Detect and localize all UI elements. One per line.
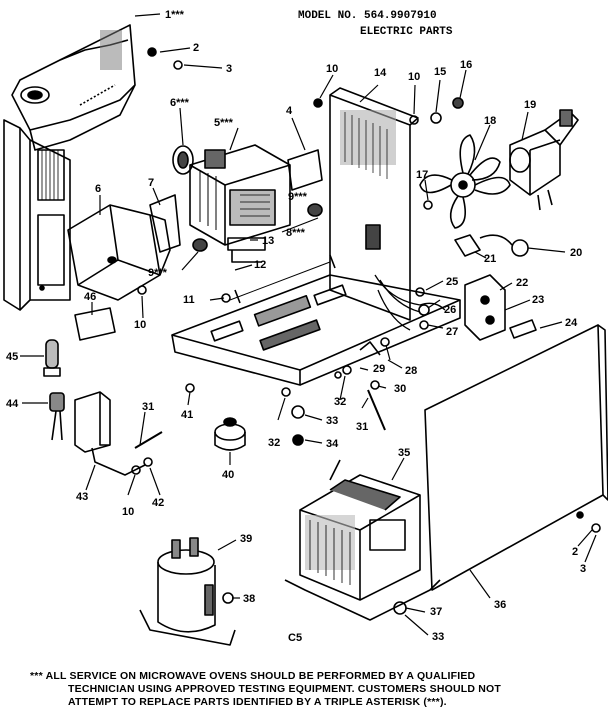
waveguide-box <box>67 204 171 301</box>
callout-44: 44 <box>6 398 19 410</box>
callout-10: 10 <box>326 63 338 75</box>
high-voltage-capacitor <box>139 537 236 646</box>
callout-9-triple: 9*** <box>148 267 168 279</box>
callout-34: 34 <box>326 438 339 450</box>
callout-6-triple: 6*** <box>170 97 190 109</box>
callout-33: 33 <box>326 415 338 427</box>
callout-14: 14 <box>374 67 387 79</box>
callout-5: 5*** <box>214 117 234 129</box>
magnetron <box>189 144 291 263</box>
callout-19: 19 <box>524 99 536 111</box>
page-code: C5 <box>288 632 303 644</box>
service-warning-line-3: ATTEMPT TO REPLACE PARTS IDENTIFIED BY A… <box>68 696 447 708</box>
callout-23: 23 <box>532 294 544 306</box>
callout-35: 35 <box>398 447 410 459</box>
callout-10: 10 <box>122 506 134 518</box>
callout-37: 37 <box>430 606 442 618</box>
oven-base-plate <box>171 254 461 386</box>
callout-4: 4 <box>286 105 293 117</box>
callout-3: 3 <box>580 563 586 575</box>
callout-41: 41 <box>181 409 193 421</box>
callout-2: 2 <box>572 546 578 558</box>
callout-3: 3 <box>226 63 232 75</box>
callout-27: 27 <box>446 326 458 338</box>
callout-31: 31 <box>142 401 154 413</box>
high-voltage-transformer <box>284 459 441 621</box>
callout-9-triple: 9*** <box>288 191 308 203</box>
callout-1: 1*** <box>165 9 185 21</box>
callout-16: 16 <box>460 59 472 71</box>
callout-11: 11 <box>183 294 195 306</box>
back-panel <box>329 87 419 321</box>
section-title: ELECTRIC PARTS <box>360 26 453 38</box>
outer-cabinet <box>11 24 136 151</box>
callout-32: 32 <box>268 437 280 449</box>
callout-36: 36 <box>494 599 506 611</box>
callout-29: 29 <box>373 363 385 375</box>
callout-30: 30 <box>394 383 406 395</box>
callout-8: 8*** <box>286 227 306 239</box>
fan-motor <box>509 109 579 211</box>
side-frame-panel <box>3 119 71 311</box>
callout-7: 7 <box>148 177 154 189</box>
callout-25: 25 <box>446 276 458 288</box>
callout-28: 28 <box>405 365 417 377</box>
callout-26: 26 <box>444 304 456 316</box>
service-warning-line-1: *** ALL SERVICE ON MICROWAVE OVENS SHOUL… <box>30 670 476 682</box>
callout-10: 10 <box>408 71 420 83</box>
callout-40: 40 <box>222 469 234 481</box>
callout-12: 12 <box>254 259 266 271</box>
callout-10: 10 <box>134 319 146 331</box>
callout-6: 6 <box>95 183 101 195</box>
callout-21: 21 <box>484 253 496 265</box>
callout-45: 45 <box>6 351 18 363</box>
callout-42: 42 <box>152 497 164 509</box>
callout-20: 20 <box>570 247 582 259</box>
callout-43: 43 <box>76 491 88 503</box>
callout-31: 31 <box>356 421 368 433</box>
callout-18: 18 <box>484 115 496 127</box>
callout-17: 17 <box>416 169 428 181</box>
model-number: MODEL NO. 564.9907910 <box>298 10 437 22</box>
callout-15: 15 <box>434 66 446 78</box>
callout-2: 2 <box>193 42 199 54</box>
side-cover-panel <box>424 324 608 591</box>
callout-39: 39 <box>240 533 252 545</box>
callout-38: 38 <box>243 593 255 605</box>
callout-24: 24 <box>565 317 578 329</box>
callout-32: 32 <box>334 396 346 408</box>
callout-46: 46 <box>84 291 96 303</box>
callout-13: 13 <box>262 235 274 247</box>
callout-33: 33 <box>432 631 444 643</box>
fan-blade <box>419 134 511 229</box>
service-warning-line-2: TECHNICIAN USING APPROVED TESTING EQUIPM… <box>68 683 502 695</box>
fuse-holder-bracket <box>49 391 146 476</box>
callout-22: 22 <box>516 277 528 289</box>
